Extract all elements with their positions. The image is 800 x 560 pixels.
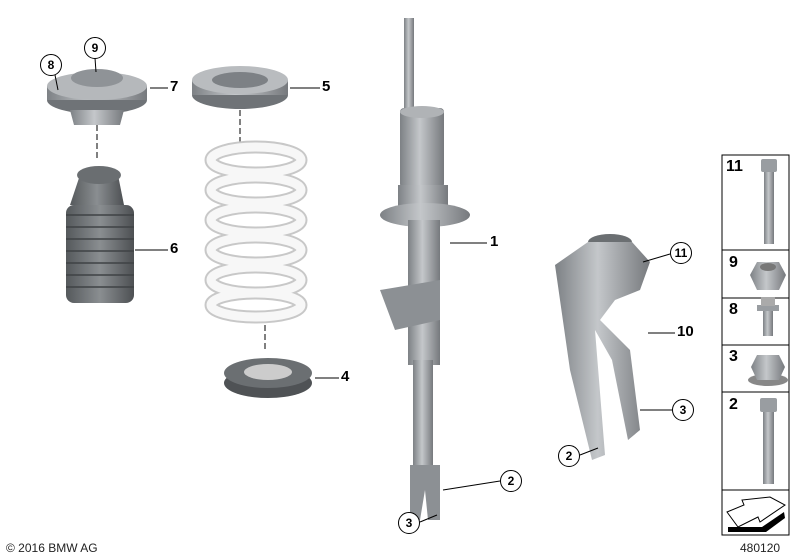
- callout-10: 10: [677, 323, 694, 340]
- callout-circled-2-strut: 2: [500, 470, 522, 492]
- copyright-text: © 2016 BMW AG: [6, 541, 98, 555]
- dust-boot-part: [66, 166, 134, 303]
- strut-part: [380, 18, 470, 520]
- hex-bolt-icon: [760, 398, 777, 484]
- callout-4: 4: [341, 368, 350, 385]
- callout-circled-3-bearing: 3: [672, 399, 694, 421]
- diagram-id: 480120: [740, 541, 781, 555]
- fastener-panel-frame: [721, 154, 790, 536]
- panel-number-9: 9: [729, 254, 738, 271]
- callout-circled-2-bearing: 2: [558, 445, 580, 467]
- callout-circled-3-strut: 3: [398, 512, 420, 534]
- hex-bolt-short-icon: [757, 297, 779, 336]
- panel-number-8: 8: [729, 301, 738, 318]
- hex-bolt-long-icon: [761, 159, 777, 244]
- panel-number-3: 3: [729, 348, 738, 365]
- front-direction-arrow-icon: [726, 496, 786, 532]
- callout-5: 5: [322, 78, 331, 95]
- leader-lines: [54, 57, 675, 523]
- panel-number-2: 2: [729, 396, 738, 413]
- self-locking-nut-icon: [750, 262, 786, 290]
- callout-circled-11: 11: [670, 242, 692, 264]
- collar-nut-icon: [748, 355, 788, 386]
- swivel-bearing-part: [555, 234, 650, 460]
- callout-circled-9: 9: [84, 37, 106, 59]
- lower-spring-pad-part: [224, 358, 312, 398]
- support-bearing-part: [47, 69, 147, 125]
- upper-spring-pad-part: [192, 66, 288, 109]
- panel-number-11: 11: [726, 158, 743, 175]
- callout-7: 7: [170, 78, 179, 95]
- callout-6: 6: [170, 240, 179, 257]
- callout-1: 1: [490, 233, 499, 250]
- callout-circled-8: 8: [40, 54, 62, 76]
